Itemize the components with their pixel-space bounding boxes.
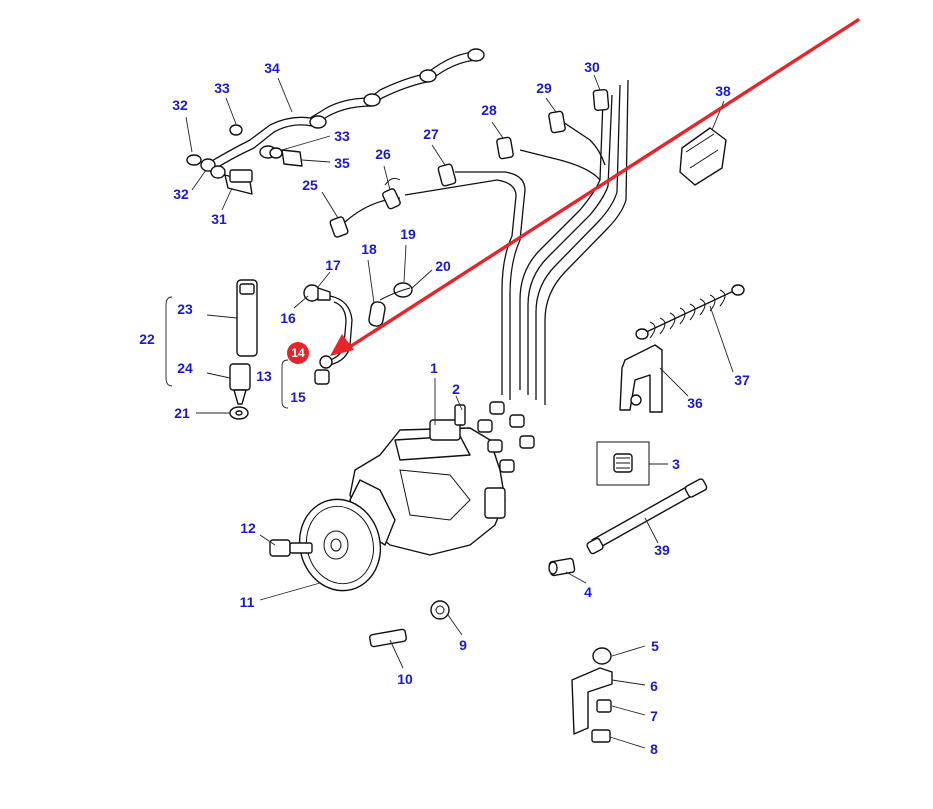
fitting-26	[382, 177, 401, 210]
fitting-14-15	[314, 355, 333, 385]
callout-18[interactable]: 18	[361, 241, 377, 257]
callout-2[interactable]: 2	[452, 381, 460, 397]
callout-8[interactable]: 8	[650, 741, 658, 757]
injector-assembly	[165, 279, 258, 420]
banjo-parts	[186, 124, 303, 195]
fitting-29	[548, 110, 566, 134]
callout-27[interactable]: 27	[423, 126, 439, 142]
leader-lines	[185, 74, 734, 749]
fitting-27	[437, 163, 457, 187]
return-hose	[303, 282, 413, 366]
callout-34[interactable]: 34	[264, 60, 280, 76]
callout-23[interactable]: 23	[177, 301, 193, 317]
leak-off-rail	[204, 48, 485, 173]
callout-6[interactable]: 6	[650, 678, 658, 694]
callout-14: 14	[291, 346, 305, 360]
callout-26[interactable]: 26	[375, 146, 391, 162]
callout-labels: 1 2 3 4 5 6 7 8 9 10 11 12 13 15 16 17 1…	[139, 59, 750, 757]
part-3-box	[596, 441, 650, 486]
callout-4[interactable]: 4	[584, 584, 592, 600]
callout-21[interactable]: 21	[174, 405, 190, 421]
callout-13[interactable]: 13	[256, 368, 272, 384]
spring-37	[635, 284, 745, 340]
callout-33-top[interactable]: 33	[214, 80, 230, 96]
callout-15[interactable]: 15	[290, 389, 306, 405]
bracket-6-set	[571, 647, 613, 743]
callout-11[interactable]: 11	[240, 594, 255, 610]
callout-16[interactable]: 16	[280, 310, 296, 326]
callout-24[interactable]: 24	[177, 360, 193, 376]
callout-9[interactable]: 9	[459, 637, 467, 653]
callout-12[interactable]: 12	[240, 520, 256, 536]
fitting-28	[496, 136, 514, 160]
bracket-36	[619, 344, 663, 413]
callout-19[interactable]: 19	[400, 226, 416, 242]
callout-33-middle[interactable]: 33	[334, 128, 350, 144]
callout-38[interactable]: 38	[715, 83, 731, 99]
callout-17[interactable]: 17	[325, 257, 341, 273]
callout-25[interactable]: 25	[302, 177, 318, 193]
drive-gear	[298, 498, 382, 592]
pipe-fittings	[329, 88, 610, 238]
clip-38	[679, 127, 727, 186]
rod-39	[586, 478, 708, 555]
red-pointer-arrow	[330, 18, 860, 356]
callout-29[interactable]: 29	[536, 80, 552, 96]
callout-37[interactable]: 37	[734, 372, 750, 388]
callout-3[interactable]: 3	[672, 456, 680, 472]
stud-and-nut	[369, 600, 450, 648]
callout-5[interactable]: 5	[651, 638, 659, 654]
callout-22[interactable]: 22	[139, 331, 155, 347]
injection-pump	[349, 401, 535, 556]
callout-1[interactable]: 1	[430, 360, 438, 376]
callout-7[interactable]: 7	[650, 708, 658, 724]
callout-32-bottom[interactable]: 32	[173, 186, 189, 202]
gear-bolt	[269, 539, 313, 557]
callout-20[interactable]: 20	[435, 258, 451, 274]
callout-35[interactable]: 35	[334, 155, 350, 171]
sensor-4	[548, 557, 576, 577]
callout-31[interactable]: 31	[211, 211, 227, 227]
fitting-30	[592, 88, 610, 112]
callout-30[interactable]: 30	[584, 59, 600, 75]
callout-39[interactable]: 39	[654, 542, 670, 558]
highlighted-callout-marker[interactable]: 14	[287, 342, 309, 364]
callout-10[interactable]: 10	[397, 671, 413, 687]
callout-36[interactable]: 36	[687, 395, 703, 411]
callout-32-top[interactable]: 32	[172, 97, 188, 113]
callout-28[interactable]: 28	[481, 102, 497, 118]
